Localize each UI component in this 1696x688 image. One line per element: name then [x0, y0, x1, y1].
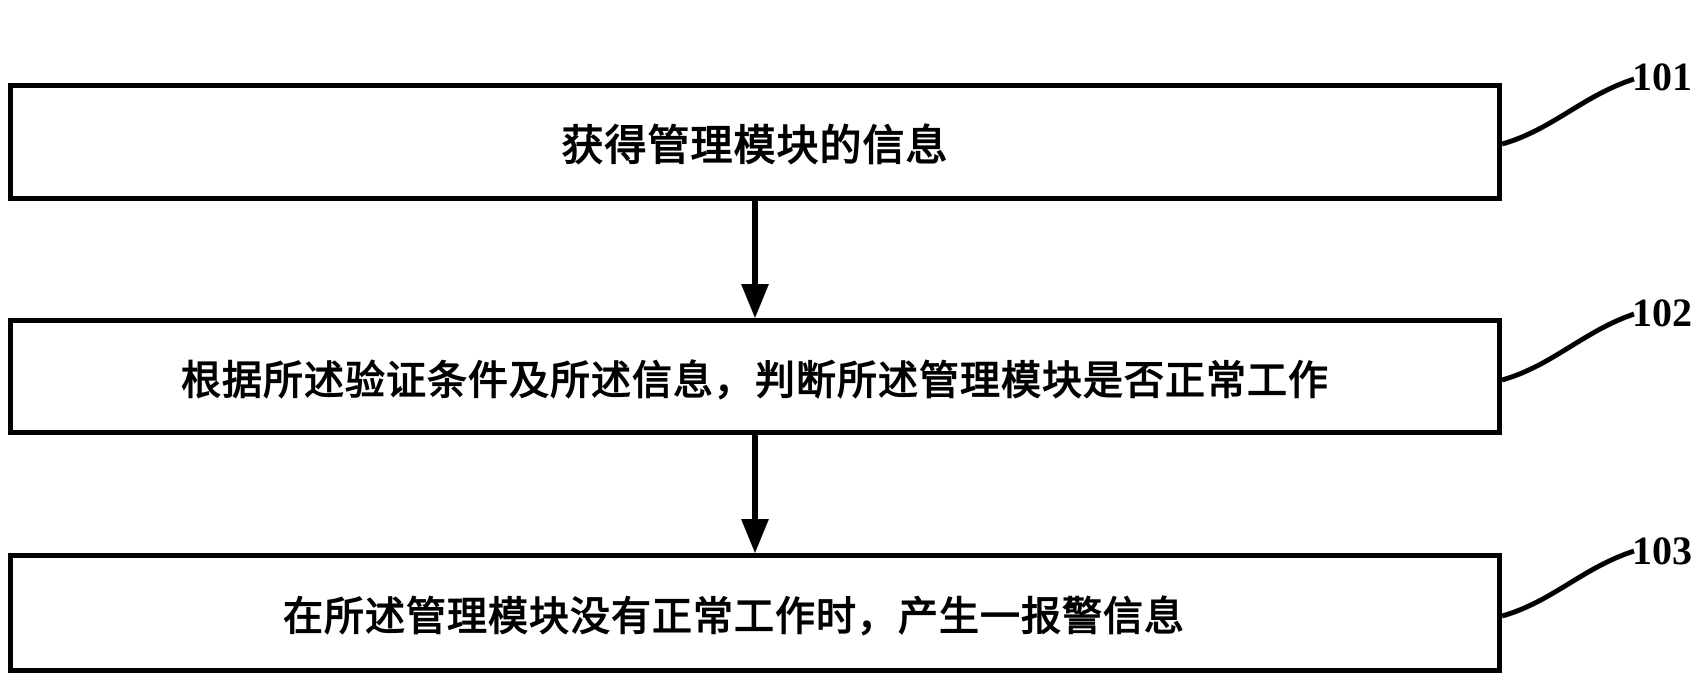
leader-line-102 — [1501, 311, 1635, 383]
step-label-103: 在所述管理模块没有正常工作时，产生一报警信息 — [283, 595, 1185, 639]
arrow-down-2-head-icon — [741, 519, 769, 553]
ref-number-101: 101 — [1632, 54, 1692, 99]
arrow-down-1-head-icon — [741, 284, 769, 318]
step-label-101: 获得管理模块的信息 — [561, 121, 949, 169]
ref-number-103: 103 — [1632, 528, 1692, 573]
step-box-101: 获得管理模块的信息 — [8, 83, 1502, 201]
leader-line-101 — [1501, 76, 1635, 147]
leader-line-103 — [1501, 548, 1635, 619]
step-label-102: 根据所述验证条件及所述信息，判断所述管理模块是否正常工作 — [181, 358, 1329, 403]
step-box-102: 根据所述验证条件及所述信息，判断所述管理模块是否正常工作 — [8, 318, 1502, 435]
ref-number-102: 102 — [1632, 290, 1692, 335]
step-box-103: 在所述管理模块没有正常工作时，产生一报警信息 — [8, 553, 1502, 673]
